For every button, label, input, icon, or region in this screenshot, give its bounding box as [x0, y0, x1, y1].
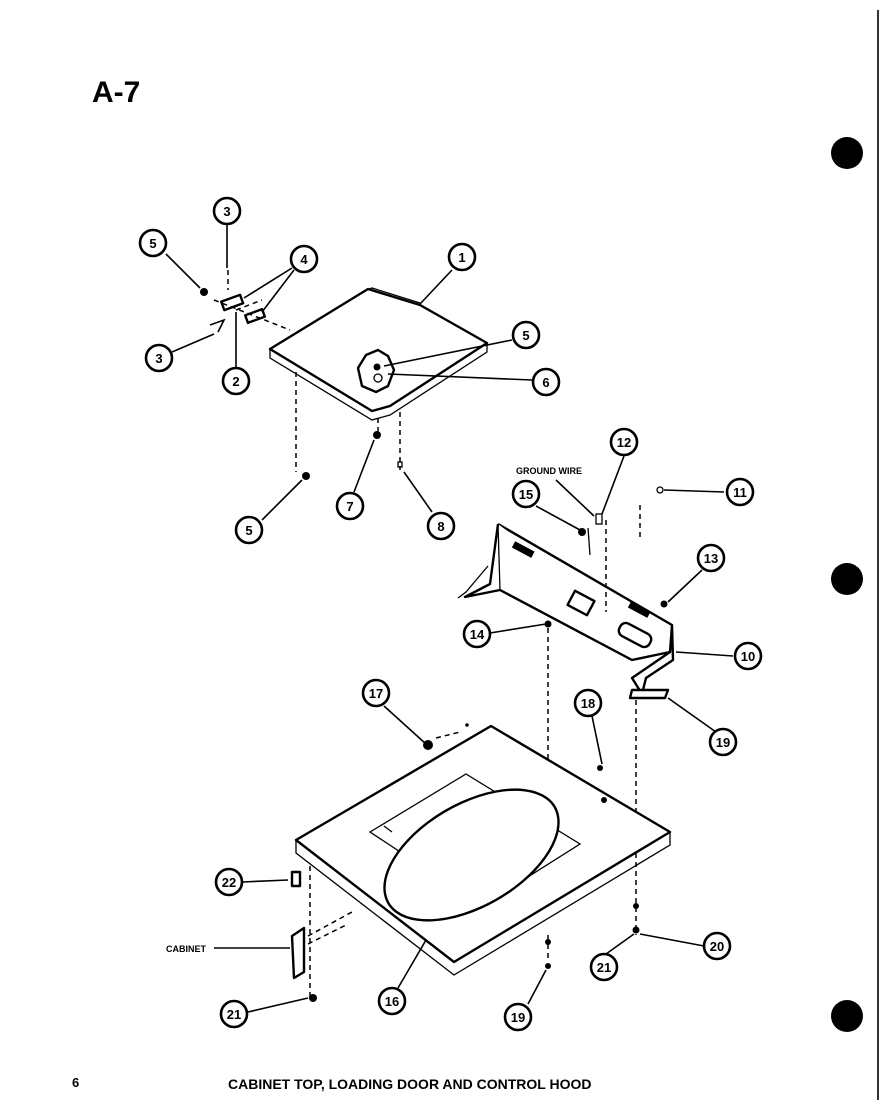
callout-4: 4 — [289, 244, 319, 274]
callout-5: 5 — [511, 320, 541, 350]
svg-text:16: 16 — [385, 994, 399, 1009]
callout-7: 7 — [335, 491, 365, 521]
svg-text:8: 8 — [437, 519, 444, 534]
callout-13: 14 — [462, 619, 492, 649]
svg-text:10: 10 — [741, 649, 755, 664]
callout-22: 22 — [214, 867, 244, 897]
cabinet-top — [290, 723, 672, 1002]
callout-11: 12 — [609, 427, 639, 457]
callout-19: 20 — [702, 931, 732, 961]
svg-text:4: 4 — [300, 252, 308, 267]
page-number: 6 — [72, 1075, 79, 1090]
svg-text:17: 17 — [369, 686, 383, 701]
binder-hole — [831, 1000, 863, 1032]
callout-15: 16 — [377, 986, 407, 1016]
binder-hole — [831, 137, 863, 169]
svg-text:11: 11 — [733, 485, 747, 500]
callout-1: 1 — [447, 242, 477, 272]
callout-19: 19 — [503, 1002, 533, 1032]
ground-wire-label: GROUND WIRE — [516, 466, 582, 476]
callout-2: 2 — [221, 366, 251, 396]
svg-text:12: 12 — [617, 435, 631, 450]
callout-10: 11 — [725, 477, 755, 507]
svg-text:1: 1 — [458, 250, 465, 265]
svg-text:19: 19 — [716, 735, 730, 750]
svg-text:21: 21 — [597, 960, 611, 975]
svg-text:19: 19 — [511, 1010, 525, 1025]
callout-9: 10 — [733, 641, 763, 671]
svg-text:14: 14 — [470, 627, 485, 642]
callout-3: 3 — [144, 343, 174, 373]
svg-text:22: 22 — [222, 875, 236, 890]
screw-icon — [302, 472, 310, 480]
callout-6: 6 — [531, 367, 561, 397]
callout-17: 18 — [573, 688, 603, 718]
callout-18: 19 — [708, 727, 738, 757]
callout-3: 3 — [212, 196, 242, 226]
door-hinge-assembly — [200, 270, 291, 333]
svg-text:5: 5 — [149, 236, 156, 251]
control-hood — [457, 486, 675, 935]
svg-text:5: 5 — [245, 523, 252, 538]
callout-16: 17 — [361, 678, 391, 708]
svg-text:13: 13 — [704, 551, 718, 566]
callout-5: 5 — [138, 228, 168, 258]
svg-text:21: 21 — [227, 1007, 241, 1022]
svg-text:18: 18 — [581, 696, 595, 711]
washer-icon — [397, 461, 403, 468]
callout-21: 21 — [219, 999, 249, 1029]
callout-14: 15 — [511, 479, 541, 509]
svg-text:5: 5 — [522, 328, 529, 343]
svg-text:6: 6 — [542, 375, 549, 390]
callout-leaders — [165, 224, 734, 1013]
svg-text:20: 20 — [710, 939, 724, 954]
svg-text:7: 7 — [346, 499, 353, 514]
diagram-caption: CABINET TOP, LOADING DOOR AND CONTROL HO… — [228, 1076, 592, 1092]
callout-20: 21 — [589, 952, 619, 982]
svg-text:3: 3 — [155, 351, 162, 366]
callout-8: 8 — [426, 511, 456, 541]
sheet-label: A-7 — [92, 76, 140, 109]
binder-hole — [831, 563, 863, 595]
svg-text:2: 2 — [232, 374, 239, 389]
callout-12: 13 — [696, 543, 726, 573]
svg-text:15: 15 — [519, 487, 533, 502]
screw-icon — [373, 431, 381, 439]
svg-text:3: 3 — [223, 204, 230, 219]
callout-5: 5 — [234, 515, 264, 545]
loading-door — [268, 287, 489, 421]
cabinet-label: CABINET — [166, 944, 207, 954]
